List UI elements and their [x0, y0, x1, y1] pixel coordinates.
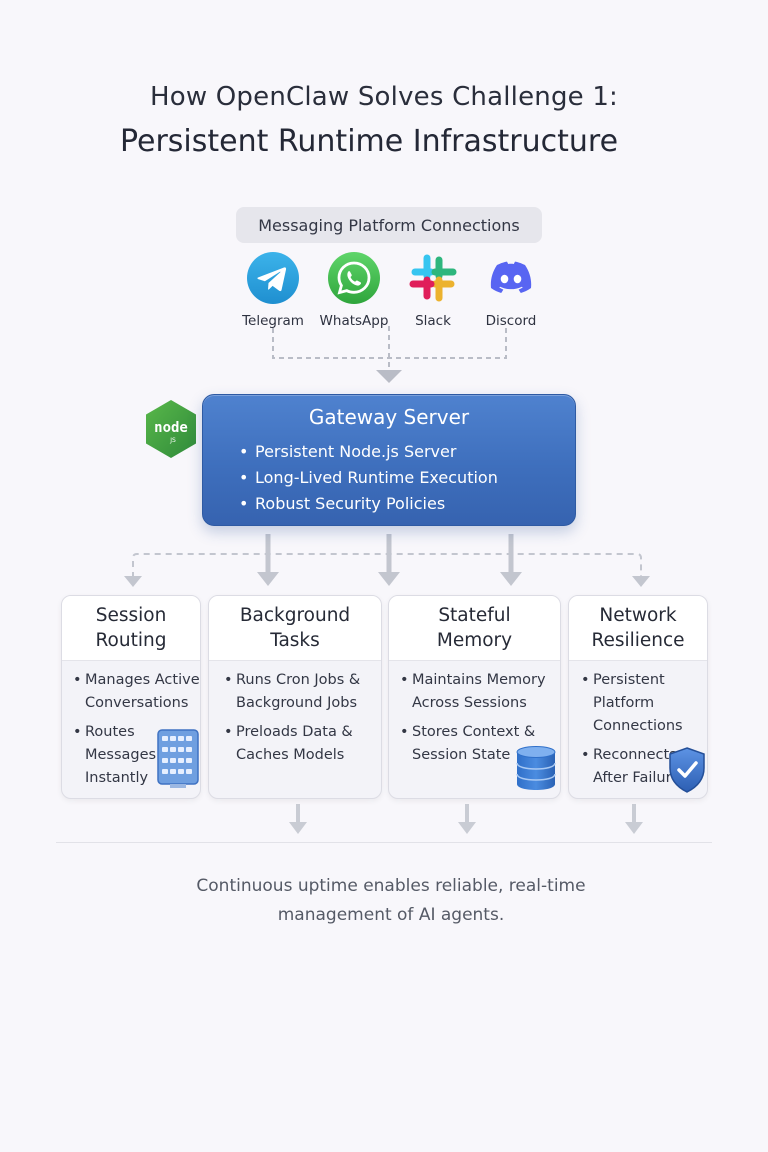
card-title: Network Resilience [569, 596, 707, 661]
arrow-bottom-1 [289, 822, 307, 834]
arrow-bottom-3 [625, 822, 643, 834]
arrow-card-center [378, 572, 400, 586]
card-bullet: Runs Cron Jobs & Background Jobs [224, 669, 381, 715]
arrow-bottom-2 [458, 822, 476, 834]
shield-check-icon [669, 747, 705, 793]
arrow-card-1 [124, 576, 142, 587]
card-bullet: Persistent Platform Connections [581, 669, 707, 738]
platform-label: Slack [415, 313, 451, 329]
card-stateful-memory: Stateful Memory Maintains Memory Across … [388, 595, 561, 799]
telegram-icon [247, 252, 299, 304]
database-icon [516, 746, 556, 790]
platform-slack: Slack [388, 250, 478, 329]
title-line-2: Persistent Runtime Infrastructure [119, 124, 619, 159]
title-line-1: How OpenClaw Solves Challenge 1: [149, 82, 619, 112]
arrow-card-2 [257, 572, 279, 586]
platform-label: Discord [485, 313, 537, 329]
node-badge-subtext: JS [169, 437, 176, 444]
card-bullet: Stores Context & Session State [400, 721, 560, 767]
card-bullets: Runs Cron Jobs & Background Jobs Preload… [209, 669, 381, 767]
arrow-to-gateway [376, 370, 402, 383]
footer-line-1: Continuous uptime enables reliable, real… [196, 876, 586, 896]
card-bullet: Routes Messages Instantly [73, 721, 200, 790]
gateway-bullet: Persistent Node.js Server [239, 439, 575, 465]
server-rack-icon [157, 729, 199, 788]
gateway-bullet: Long-Lived Runtime Execution [239, 465, 575, 491]
card-title: Session Routing [62, 596, 200, 661]
card-bullets: Manages Active Conversations Routes Mess… [62, 669, 200, 790]
card-bullet: Manages Active Conversations [73, 669, 200, 715]
card-bullets: Maintains Memory Across Sessions Stores … [389, 669, 560, 767]
footer-caption: Continuous uptime enables reliable, real… [0, 872, 768, 930]
connector-telegram [272, 328, 389, 359]
card-background-tasks: Background Tasks Runs Cron Jobs & Backgr… [208, 595, 382, 799]
slack-icon [409, 254, 457, 302]
arrow-card-3 [500, 572, 522, 586]
platform-label: Telegram [242, 313, 304, 329]
platforms-header: Messaging Platform Connections [236, 207, 542, 243]
gateway-title: Gateway Server [308, 405, 470, 429]
connector-discord [389, 328, 507, 359]
gateway-bullet: Robust Security Policies [239, 491, 575, 517]
footer-line-2: management of AI agents. [277, 905, 505, 925]
arrow-card-4 [632, 576, 650, 587]
card-title: Stateful Memory [389, 596, 560, 661]
platform-discord: Discord [466, 250, 556, 329]
divider [56, 842, 712, 843]
card-network-resilience: Network Resilience Persistent Platform C… [568, 595, 708, 799]
node-badge-text: node [154, 420, 188, 436]
gateway-bullets: Persistent Node.js Server Long-Lived Run… [203, 439, 575, 517]
platform-label: WhatsApp [319, 313, 389, 329]
platforms-header-label: Messaging Platform Connections [258, 215, 520, 235]
platform-whatsapp: WhatsApp [309, 250, 399, 329]
discord-icon [490, 261, 532, 293]
card-title: Background Tasks [209, 596, 381, 661]
nodejs-badge: node JS [146, 400, 196, 458]
whatsapp-icon [328, 252, 380, 304]
node-hexagon-icon [146, 400, 196, 458]
card-bullet: Preloads Data & Caches Models [224, 721, 381, 767]
card-session-routing: Session Routing Manages Active Conversat… [61, 595, 201, 799]
card-bullet: Maintains Memory Across Sessions [400, 669, 560, 715]
platform-telegram: Telegram [228, 250, 318, 329]
gateway-server-box: Gateway Server Persistent Node.js Server… [202, 394, 576, 526]
